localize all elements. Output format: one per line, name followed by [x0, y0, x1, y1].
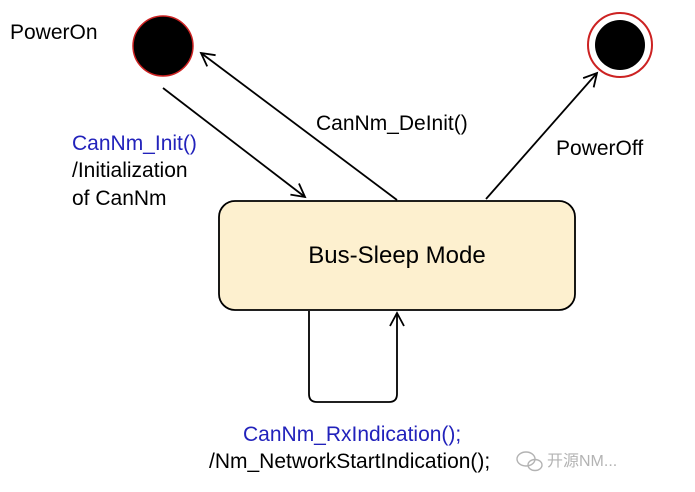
final-state-dot: [595, 20, 645, 70]
deinit-trigger-label: CanNm_DeInit(): [316, 112, 468, 135]
watermark: 开源NM...: [516, 451, 617, 472]
bus-sleep-state: Bus-Sleep Mode: [218, 200, 576, 311]
bus-sleep-state-box: [218, 200, 576, 311]
init-trigger-label: CanNm_Init(): [72, 132, 197, 155]
rx-trigger-label: CanNm_RxIndication();: [243, 423, 461, 446]
initial-state: [132, 15, 194, 77]
final-state-label: PowerOff: [556, 137, 643, 160]
initial-state-label: PowerOn: [10, 21, 98, 44]
initial-state-dot: [132, 15, 194, 77]
rx-self-loop-arrow: [308, 311, 405, 403]
watermark-text: 开源NM...: [547, 452, 617, 470]
init-action-line2: of CanNm: [72, 187, 167, 210]
bus-sleep-state-label: Bus-Sleep Mode: [308, 242, 485, 269]
rx-action-label: /Nm_NetworkStartIndication();: [209, 450, 490, 473]
poweroff-transition-arrow: [485, 71, 599, 200]
wechat-icon: [516, 451, 543, 472]
init-action-line1: /Initialization: [72, 159, 188, 182]
deinit-transition-arrow: [199, 51, 398, 201]
final-state: [587, 12, 653, 78]
init-transition-arrow: [162, 87, 307, 199]
